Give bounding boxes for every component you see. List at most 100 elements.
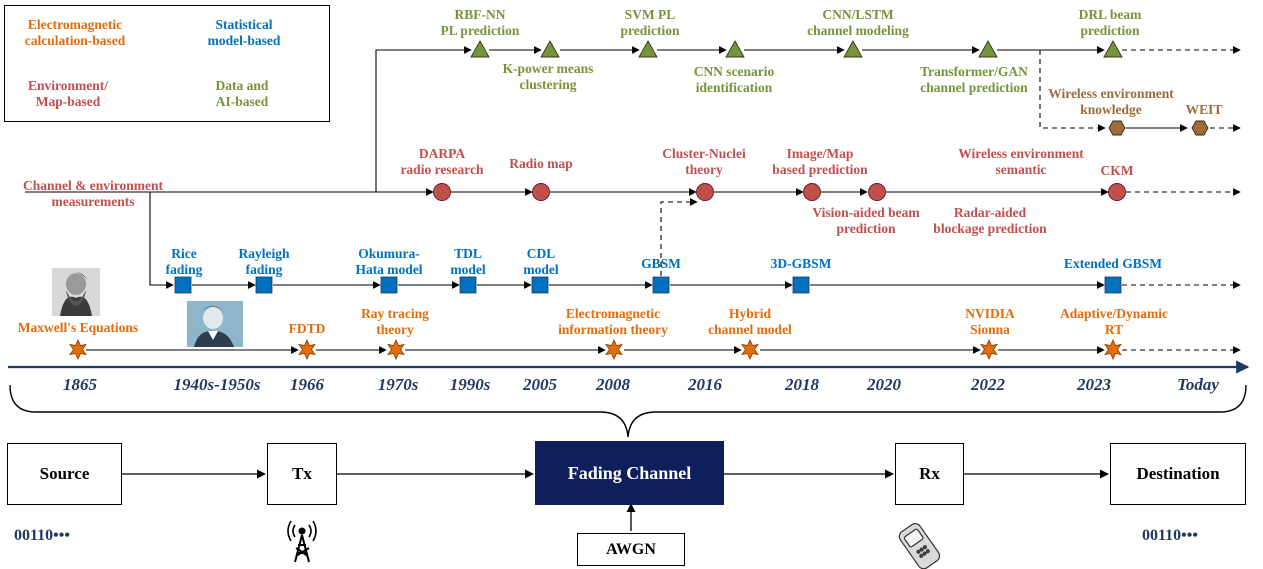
env-circle <box>532 183 550 201</box>
em-star <box>298 339 316 360</box>
env-label: Wireless environment semantic <box>958 146 1084 177</box>
maxwell-portrait <box>52 268 100 316</box>
stat-square <box>531 276 549 294</box>
scientist-portrait <box>187 301 243 347</box>
fading-channel-block: Fading Channel <box>535 441 724 505</box>
ai-label: CNN/LSTM channel modeling <box>807 7 909 38</box>
em-label: Electromagnetic information theory <box>558 306 668 337</box>
em-star <box>605 339 623 360</box>
year-label: 2022 <box>971 375 1005 394</box>
stat-square <box>174 276 192 294</box>
year-label: 1970s <box>377 375 419 394</box>
env-label: Radio map <box>509 156 573 171</box>
env-circle <box>1108 183 1126 201</box>
stat-label: Rice fading <box>165 246 203 277</box>
em-star <box>1104 339 1122 360</box>
env-label: Vision-aided beam prediction <box>812 205 920 236</box>
destination-block: Destination <box>1110 443 1246 505</box>
env-label: Cluster-Nuclei theory <box>662 146 746 177</box>
ai-triangle <box>1103 40 1123 58</box>
stat-label: GBSM <box>641 256 681 271</box>
em-label: Maxwell's Equations <box>17 320 139 335</box>
weit-hexagon <box>1191 120 1209 136</box>
stat-square <box>1104 276 1122 294</box>
legend-ai-label: Data and AI-based <box>215 78 269 109</box>
env-label: DARPA radio research <box>400 146 484 177</box>
stat-square <box>255 276 273 294</box>
ai-triangle <box>638 40 658 58</box>
output-bits: 00110••• <box>1142 527 1198 544</box>
brace <box>9 384 1247 438</box>
stat-square <box>652 276 670 294</box>
legend-stat-label: Statistical model-based <box>207 17 281 48</box>
year-label: 2016 <box>688 375 722 394</box>
stat-square <box>380 276 398 294</box>
year-label: 1865 <box>63 375 97 394</box>
stat-label: Extended GBSM <box>1064 256 1162 271</box>
weit-label: WEIT <box>1185 102 1223 117</box>
ai-track-lines <box>489 46 1241 132</box>
stat-label: TDL model <box>450 246 486 277</box>
weit-label: Wireless environment knowledge <box>1048 86 1174 117</box>
em-label: FDTD <box>288 321 326 336</box>
year-label: 2018 <box>785 375 819 394</box>
year-label: 2008 <box>596 375 630 394</box>
env-circle <box>868 183 886 201</box>
env-label: Channel & environment measurements <box>22 178 164 209</box>
awgn-block: AWGN <box>577 533 685 566</box>
env-track-lines <box>25 46 1241 196</box>
source-block: Source <box>7 443 122 505</box>
env-circle <box>696 183 714 201</box>
stat-square <box>459 276 477 294</box>
em-star <box>69 339 87 360</box>
em-star <box>741 339 759 360</box>
em-markers <box>69 339 1122 360</box>
stat-label: 3D-GBSM <box>770 256 832 271</box>
em-star <box>387 339 405 360</box>
stat-markers <box>174 276 1122 294</box>
em-label: NVIDIA Sionna <box>965 306 1015 337</box>
year-label: 1990s <box>449 375 491 394</box>
tx-block: Tx <box>267 443 337 505</box>
year-label: 2023 <box>1077 375 1111 394</box>
stat-square <box>792 276 810 294</box>
ai-label: SVM PL prediction <box>620 7 680 38</box>
env-label: Image/Map based prediction <box>772 146 868 177</box>
ai-label: CNN scenario identification <box>693 64 775 95</box>
system-arrows <box>122 469 1109 531</box>
ai-triangle <box>470 40 490 58</box>
stat-label: CDL model <box>523 246 559 277</box>
legend <box>4 5 330 122</box>
mobile-phone-icon <box>898 523 941 569</box>
em-label: Hybrid channel model <box>708 306 792 337</box>
env-label: CKM <box>1100 163 1134 178</box>
ai-label: DRL beam prediction <box>1078 7 1142 38</box>
stat-track-lines <box>149 192 1241 289</box>
em-label: Adaptive/Dynamic RT <box>1060 306 1168 337</box>
year-label: 2020 <box>867 375 901 394</box>
year-label: 1966 <box>290 375 324 394</box>
env-label: Radar-aided blockage prediction <box>933 205 1047 236</box>
env-circle <box>803 183 821 201</box>
antenna-tower-icon <box>287 520 317 563</box>
year-label: Today <box>1177 375 1219 394</box>
env-markers <box>433 183 1126 201</box>
weit-hexagon <box>1108 120 1126 136</box>
em-star <box>980 339 998 360</box>
rx-block: Rx <box>895 443 964 505</box>
ai-triangle <box>725 40 745 58</box>
em-label: Ray tracing theory <box>361 306 429 337</box>
ai-markers <box>470 40 1123 58</box>
ai-triangle <box>843 40 863 58</box>
stat-label: Rayleigh fading <box>238 246 290 277</box>
year-label: 2005 <box>523 375 557 394</box>
ai-triangle <box>978 40 998 58</box>
legend-em-label: Electromagnetic calculation-based <box>24 17 126 48</box>
year-label: 1940s-1950s <box>173 375 261 394</box>
weit-markers <box>1108 120 1209 136</box>
ai-triangle <box>540 40 560 58</box>
ai-label: Transformer/GAN channel prediction <box>920 64 1028 95</box>
env-circle <box>433 183 451 201</box>
ai-label: K-power means clustering <box>502 61 594 92</box>
